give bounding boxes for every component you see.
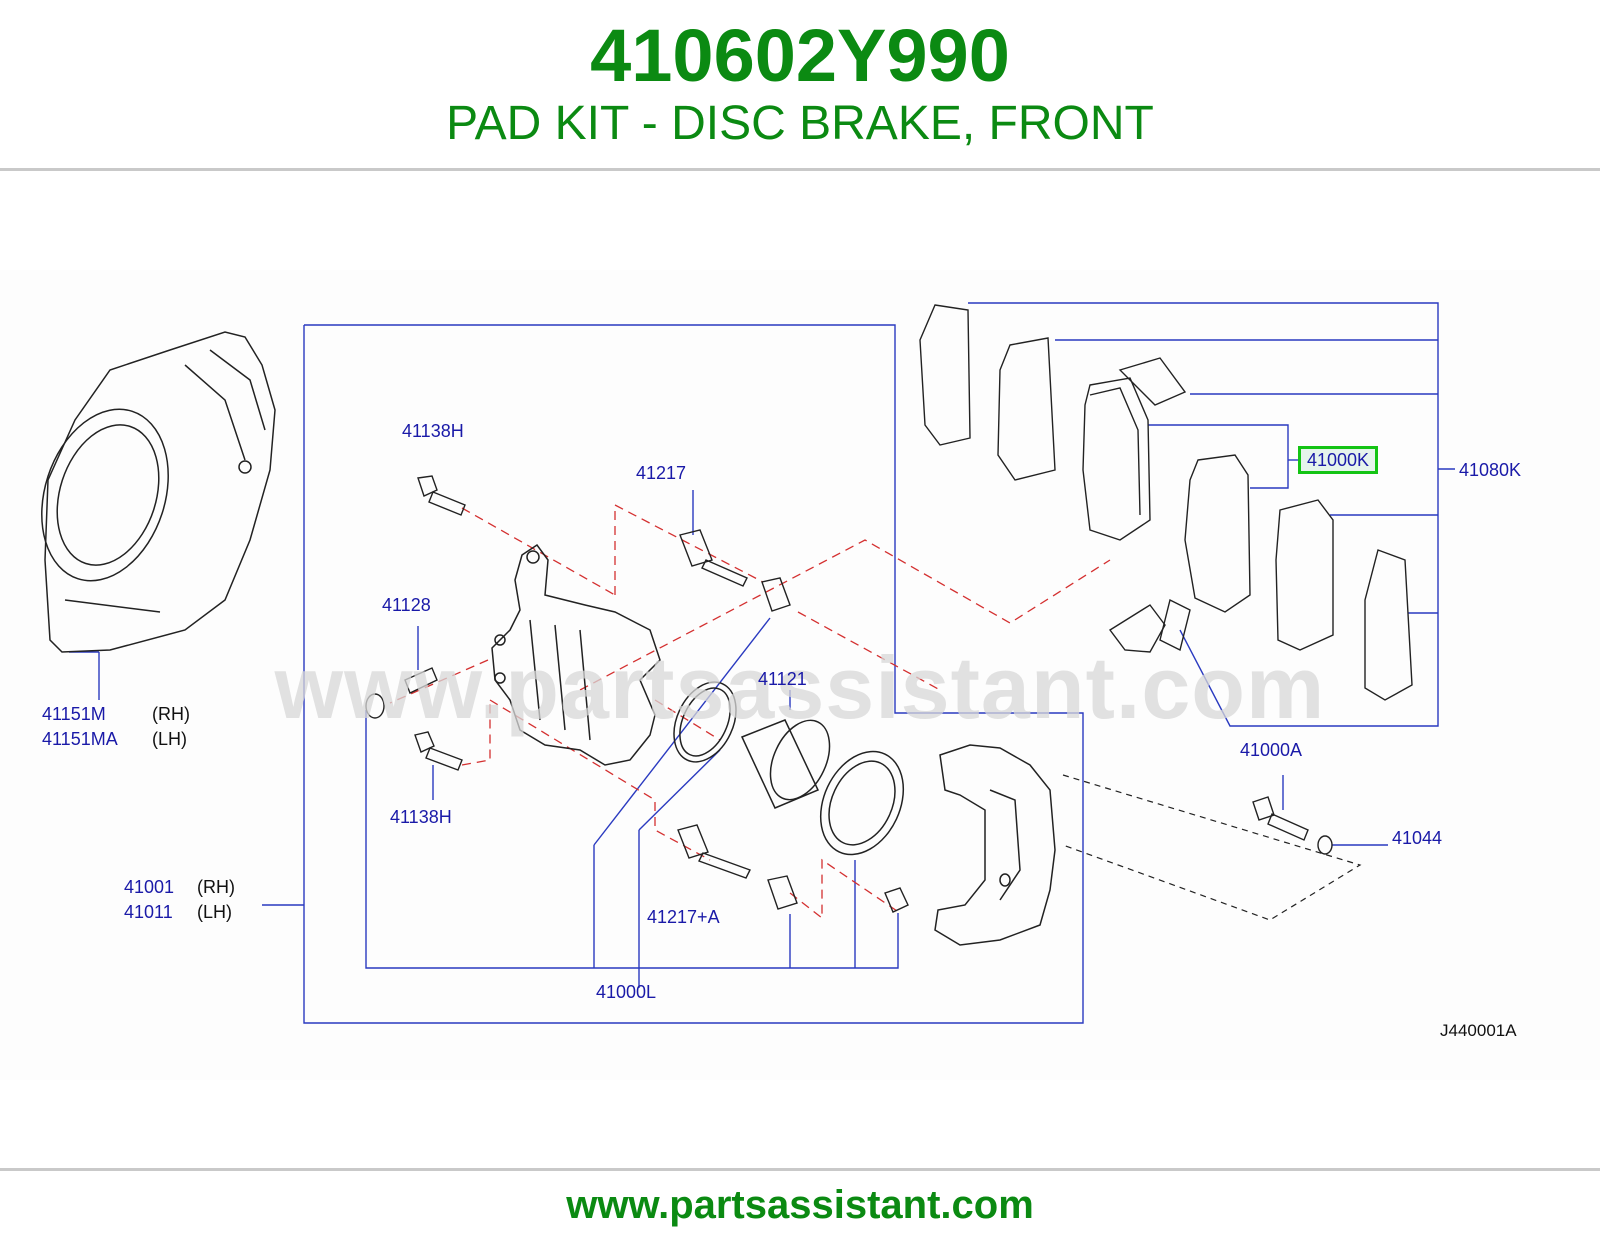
callout-41217A[interactable]: 41217+A [647,907,720,927]
callout-41044[interactable]: 41044 [1392,828,1443,848]
callout-41000L[interactable]: 41000L [596,982,657,1002]
part-number-title: 410602Y990 [590,14,1010,97]
dust-shield-part [41,331,276,653]
caliper-housing-part [491,543,661,766]
callout-41151MA-side: (LH) [152,729,187,749]
exploded-parts-diagram: www.partsassistant.com 41138H 41217 4112… [0,270,1600,1080]
footer-website-link[interactable]: www.partsassistant.com [566,1183,1034,1227]
callout-41000K-highlighted[interactable]: 41000K [1298,446,1379,474]
callout-41128[interactable]: 41128 [382,595,431,615]
callout-41138H-top[interactable]: 41138H [402,421,464,441]
pad-kit-parts [919,304,1413,701]
bolt-parts [365,475,1333,913]
callout-41001[interactable]: 41001 [124,877,175,897]
callout-41138H-bottom[interactable]: 41138H [390,807,452,827]
header-divider [0,168,1600,171]
callout-41000A[interactable]: 41000A [1240,740,1303,760]
piston-parts [673,681,905,856]
callout-41001-side: (RH) [197,877,235,897]
mount-dashed-lines [1062,774,1362,921]
footer-divider [0,1168,1600,1171]
diagram-reference-code: J440001A [1440,1021,1517,1040]
callout-41151M-side: (RH) [152,704,190,724]
assembly-dashed-lines [389,503,1111,920]
callout-41011[interactable]: 41011 [124,902,173,922]
diagram-drawing [41,302,1455,1024]
callout-41151MA[interactable]: 41151MA [42,729,118,749]
leader-lines [69,302,1455,1024]
caliper-bracket-part [934,744,1056,946]
callout-41011-side: (LH) [197,902,232,922]
callout-41080K[interactable]: 41080K [1459,460,1522,480]
callout-41121[interactable]: 41121 [758,669,807,689]
part-description: PAD KIT - DISC BRAKE, FRONT [446,97,1154,150]
watermark-text: www.partsassistant.com [274,638,1326,737]
callout-41151M[interactable]: 41151M [42,704,106,724]
callout-41217[interactable]: 41217 [636,463,687,483]
